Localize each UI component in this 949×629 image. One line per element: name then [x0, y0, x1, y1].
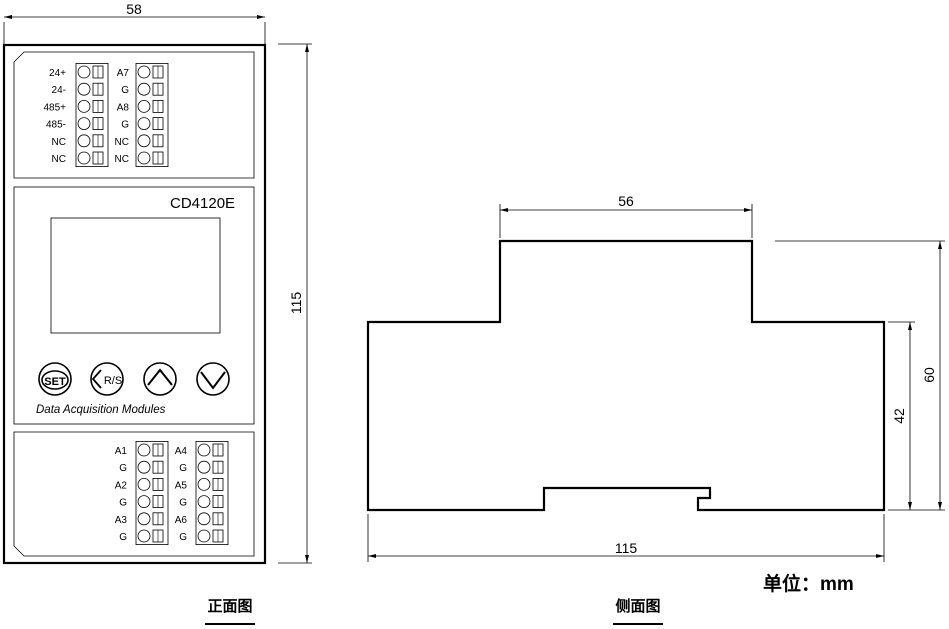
terminal-label: G — [119, 498, 127, 509]
set-button[interactable]: SET — [38, 362, 72, 396]
terminal-strip-top-left — [75, 63, 109, 167]
terminal-screw-icon — [137, 82, 151, 96]
terminal-screw-icon — [77, 65, 91, 79]
terminal-screw-icon — [77, 117, 91, 130]
front-body-outline — [2, 43, 267, 565]
terminal-screw-icon — [137, 65, 151, 79]
side-total-height-value: 60 — [921, 367, 937, 383]
terminal-label: NC — [52, 154, 66, 165]
terminal-screw-icon — [137, 100, 151, 113]
side-bottom-width-dimension: 115 — [367, 514, 885, 562]
terminal-screw-icon — [77, 134, 91, 148]
terminal-label: G — [179, 532, 187, 543]
side-view: 56 115 42 60 — [366, 193, 945, 562]
side-top-width-dimension: 56 — [499, 193, 753, 238]
terminal-screw-icon — [137, 443, 151, 457]
down-button[interactable] — [196, 362, 230, 396]
terminal-screw-icon — [137, 477, 151, 491]
terminal-screw-icon — [137, 495, 151, 509]
chevron-up-icon — [147, 368, 173, 386]
terminal-label: 24+ — [49, 68, 66, 79]
terminal-label: A7 — [117, 68, 130, 79]
terminal-label: 485- — [46, 120, 66, 131]
terminal-label: G — [179, 498, 187, 509]
terminal-label: 24- — [52, 85, 66, 96]
terminal-screw-icon — [77, 100, 91, 113]
bottom-terminal-panel — [13, 431, 255, 557]
terminal-label: G — [179, 463, 187, 474]
terminal-label: NC — [52, 137, 66, 148]
front-width-dimension: 58 — [3, 1, 266, 44]
front-height-dimension: 115 — [278, 43, 312, 564]
terminal-screw-icon — [197, 443, 211, 457]
terminal-label: G — [121, 85, 129, 96]
up-button[interactable] — [143, 362, 177, 396]
terminal-label: 485+ — [43, 102, 66, 113]
terminal-screw-icon — [197, 460, 211, 474]
left-arrow-icon — [91, 369, 102, 389]
side-bottom-width-value: 115 — [615, 540, 638, 556]
terminal-label: A5 — [175, 480, 188, 491]
terminal-strip-bottom-right — [195, 440, 229, 545]
chevron-down-icon — [200, 371, 226, 390]
rs-button[interactable]: R/S — [90, 362, 124, 396]
lcd-screen — [50, 217, 221, 334]
top-terminal-panel — [13, 51, 255, 179]
terminal-screw-icon — [137, 529, 151, 543]
side-inner-height-dimension: 42 — [888, 321, 945, 511]
terminal-label: A2 — [115, 480, 128, 491]
terminal-label: G — [119, 463, 127, 474]
terminal-label: A1 — [115, 446, 128, 457]
side-inner-height-value: 42 — [891, 408, 907, 424]
terminal-screw-icon — [137, 117, 151, 130]
side-view-caption: 侧面图 — [615, 597, 660, 615]
terminal-screw-icon — [137, 134, 151, 148]
terminal-label: G — [119, 532, 127, 543]
rs-button-label: R/S — [104, 375, 122, 387]
terminal-screw-icon — [137, 512, 151, 526]
model-name: CD4120E — [170, 195, 235, 212]
terminal-screw-icon — [137, 460, 151, 474]
terminal-label: A6 — [175, 515, 188, 526]
terminal-screw-icon — [197, 529, 211, 543]
terminal-label: NC — [115, 154, 129, 165]
side-top-width-value: 56 — [618, 193, 634, 209]
terminal-strip-top-right — [135, 63, 169, 167]
display-panel — [13, 186, 255, 425]
terminal-screw-icon — [77, 151, 91, 165]
terminal-screw-icon — [197, 512, 211, 526]
terminal-label: A3 — [115, 515, 128, 526]
terminal-screw-icon — [137, 151, 151, 165]
device-subtitle: Data Acquisition Modules — [36, 404, 166, 416]
set-button-label: SET — [44, 376, 66, 388]
unit-note: 单位：mm — [763, 572, 854, 595]
side-profile-outline — [366, 239, 886, 512]
terminal-label: NC — [115, 137, 129, 148]
terminal-screw-icon — [77, 82, 91, 96]
terminal-screw-icon — [197, 495, 211, 509]
terminal-label: A4 — [175, 446, 188, 457]
front-height-value: 115 — [288, 292, 304, 315]
terminal-screw-icon — [197, 477, 211, 491]
terminal-label: A8 — [117, 102, 130, 113]
front-view-caption: 正面图 — [207, 598, 252, 615]
front-width-value: 58 — [126, 1, 142, 17]
terminal-label: G — [121, 120, 129, 131]
terminal-strip-bottom-left — [135, 440, 169, 545]
side-total-height-dimension: 60 — [775, 240, 945, 510]
